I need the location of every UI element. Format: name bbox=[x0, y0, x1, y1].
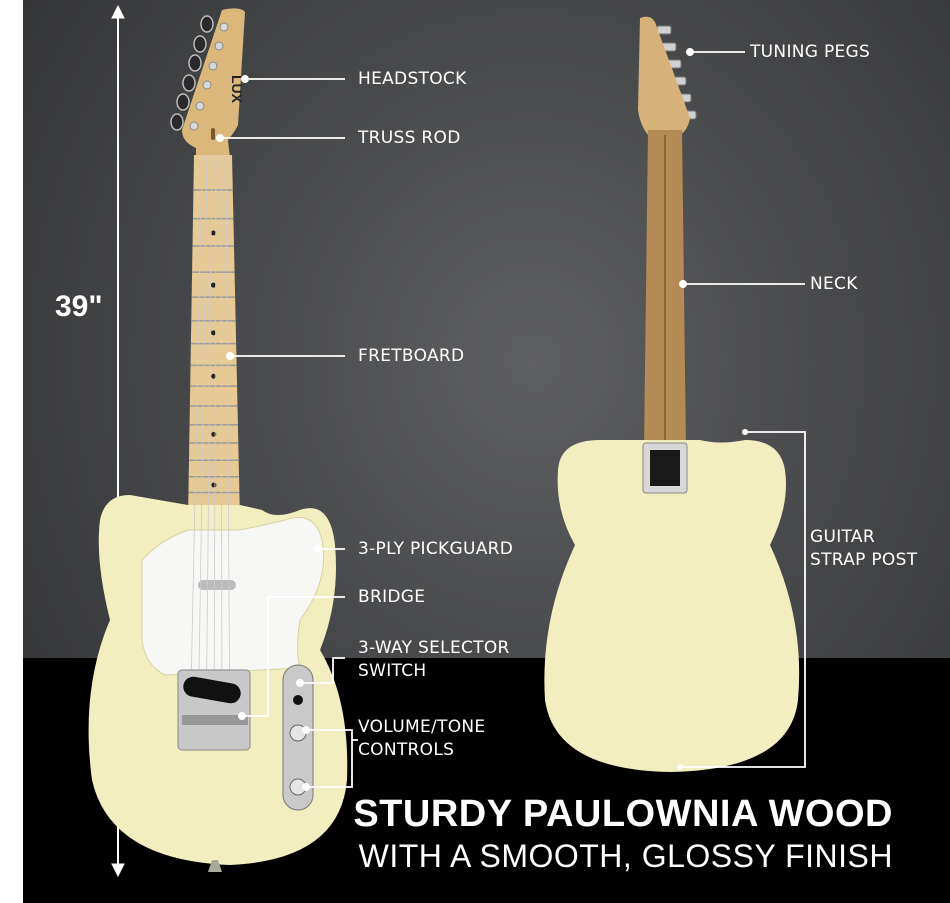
label-fretboard: FRETBOARD bbox=[358, 346, 465, 366]
front-guitar: LUX bbox=[88, 8, 348, 872]
fret-inlay-dot bbox=[211, 482, 217, 488]
label-pickguard: 3-PLY PICKGUARD bbox=[358, 539, 514, 559]
headline: STURDY PAULOWNIA WOOD bbox=[353, 793, 893, 835]
selector-switch-icon bbox=[293, 695, 303, 705]
fret-inlay-dot bbox=[210, 282, 216, 288]
label-volume-tone: VOLUME/TONE CONTROLS bbox=[358, 716, 485, 762]
label-bridge: BRIDGE bbox=[358, 587, 426, 607]
label-strap-post: GUITAR STRAP POST bbox=[810, 526, 917, 572]
length-dimension-label: 39" bbox=[55, 290, 103, 323]
label-selector-switch: 3-WAY SELECTOR SWITCH bbox=[358, 637, 510, 683]
headstock-logo: LUX bbox=[229, 75, 245, 104]
leader-dots bbox=[216, 48, 748, 791]
label-controls-line2: CONTROLS bbox=[358, 740, 455, 760]
label-neck: NECK bbox=[810, 274, 858, 294]
label-headstock: HEADSTOCK bbox=[358, 69, 467, 89]
leader-lines bbox=[220, 51, 806, 788]
back-headstock bbox=[638, 16, 690, 136]
label-tuning-pegs: TUNING PEGS bbox=[750, 42, 871, 62]
fret-inlay-dot bbox=[211, 431, 217, 437]
back-body bbox=[544, 440, 800, 772]
fret-inlay-dot bbox=[211, 330, 217, 336]
front-headstock bbox=[182, 8, 245, 159]
label-selector-line2: SWITCH bbox=[358, 661, 427, 681]
label-strap-line2: STRAP POST bbox=[810, 550, 918, 570]
fret-inlay-dot bbox=[210, 230, 216, 236]
subheadline: WITH A SMOOTH, GLOSSY FINISH bbox=[358, 838, 893, 874]
front-pickguard bbox=[141, 517, 325, 676]
label-selector-line1: 3-WAY SELECTOR bbox=[358, 638, 510, 658]
label-truss-rod: TRUSS ROD bbox=[358, 128, 461, 148]
label-controls-line1: VOLUME/TONE bbox=[358, 717, 486, 737]
label-strap-line1: GUITAR bbox=[810, 527, 875, 547]
tuning-peg-icons bbox=[170, 15, 214, 131]
back-guitar bbox=[544, 16, 800, 772]
strings bbox=[189, 154, 231, 741]
